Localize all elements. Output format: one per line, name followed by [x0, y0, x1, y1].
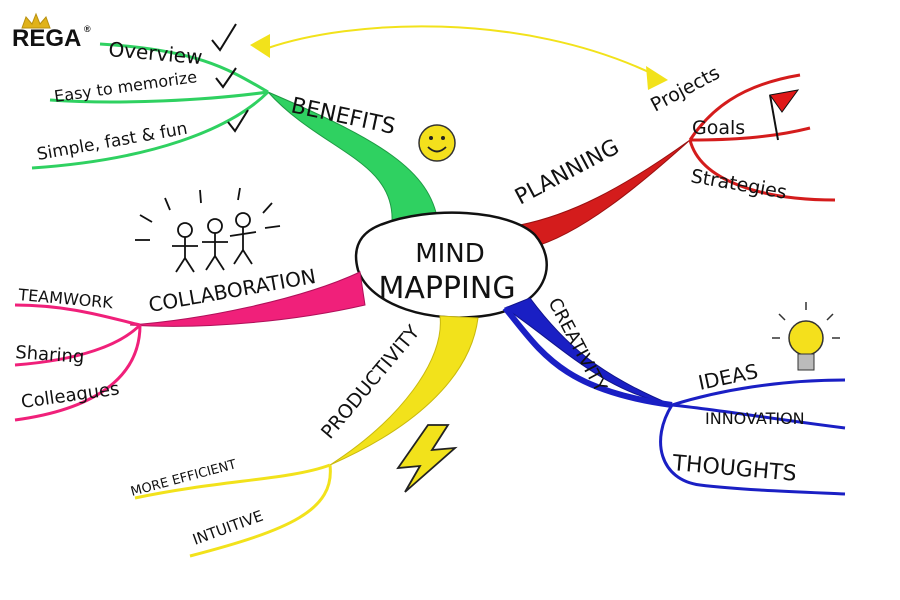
logo-mark: ®: [84, 24, 91, 34]
connector-arrow: [250, 25, 668, 90]
logo-text: REGA: [12, 25, 81, 52]
branch-productivity: PRODUCTIVITY MORE EFFICIENT INTUITIVE: [129, 315, 479, 558]
branch-planning: PLANNING Projects Goals Strategies: [511, 62, 836, 249]
planning-item-projects: Projects: [647, 62, 723, 117]
planning-item-goals: Goals: [692, 117, 745, 139]
center-title-line1: MIND: [415, 239, 485, 269]
branch-collaboration: COLLABORATION TEAMWORK Sharing Colleague…: [15, 187, 366, 422]
crown-icon: [21, 12, 51, 29]
benefits-item-overview: Overview: [108, 37, 204, 69]
checkmark-icon: [227, 109, 249, 133]
branch-productivity-trunk: [329, 315, 479, 466]
flag-icon: [769, 89, 800, 141]
productivity-item-efficient: MORE EFFICIENT: [129, 457, 238, 500]
branch-creativity: CREATIVITY IDEAS INNOVATION THOUGHTS: [502, 294, 846, 496]
checkmark-icon: [211, 23, 237, 52]
stick-figures-icon: [135, 187, 281, 273]
checkmark-icon: [215, 67, 237, 89]
branch-benefits: BENEFITS Overview Easy to memorize Simpl…: [31, 23, 456, 223]
productivity-item-intuitive: INTUITIVE: [190, 507, 265, 549]
creativity-item-innovation: INNOVATION: [705, 409, 805, 428]
rega-logo: REGA ®: [12, 12, 91, 52]
branch-label-productivity: PRODUCTIVITY: [317, 321, 424, 443]
lightbulb-icon: [772, 302, 840, 371]
collaboration-item-sharing: Sharing: [15, 342, 85, 368]
center-node: MIND MAPPING: [354, 211, 548, 319]
arrow-head-right-icon: [646, 66, 668, 90]
branch-collaboration-trunk: [129, 271, 366, 327]
lightning-icon: [396, 424, 458, 493]
planning-item-strategies: Strategies: [689, 165, 788, 204]
center-title-line2: MAPPING: [378, 271, 515, 306]
smiley-icon: [418, 124, 456, 162]
arrow-head-left-icon: [250, 34, 270, 58]
